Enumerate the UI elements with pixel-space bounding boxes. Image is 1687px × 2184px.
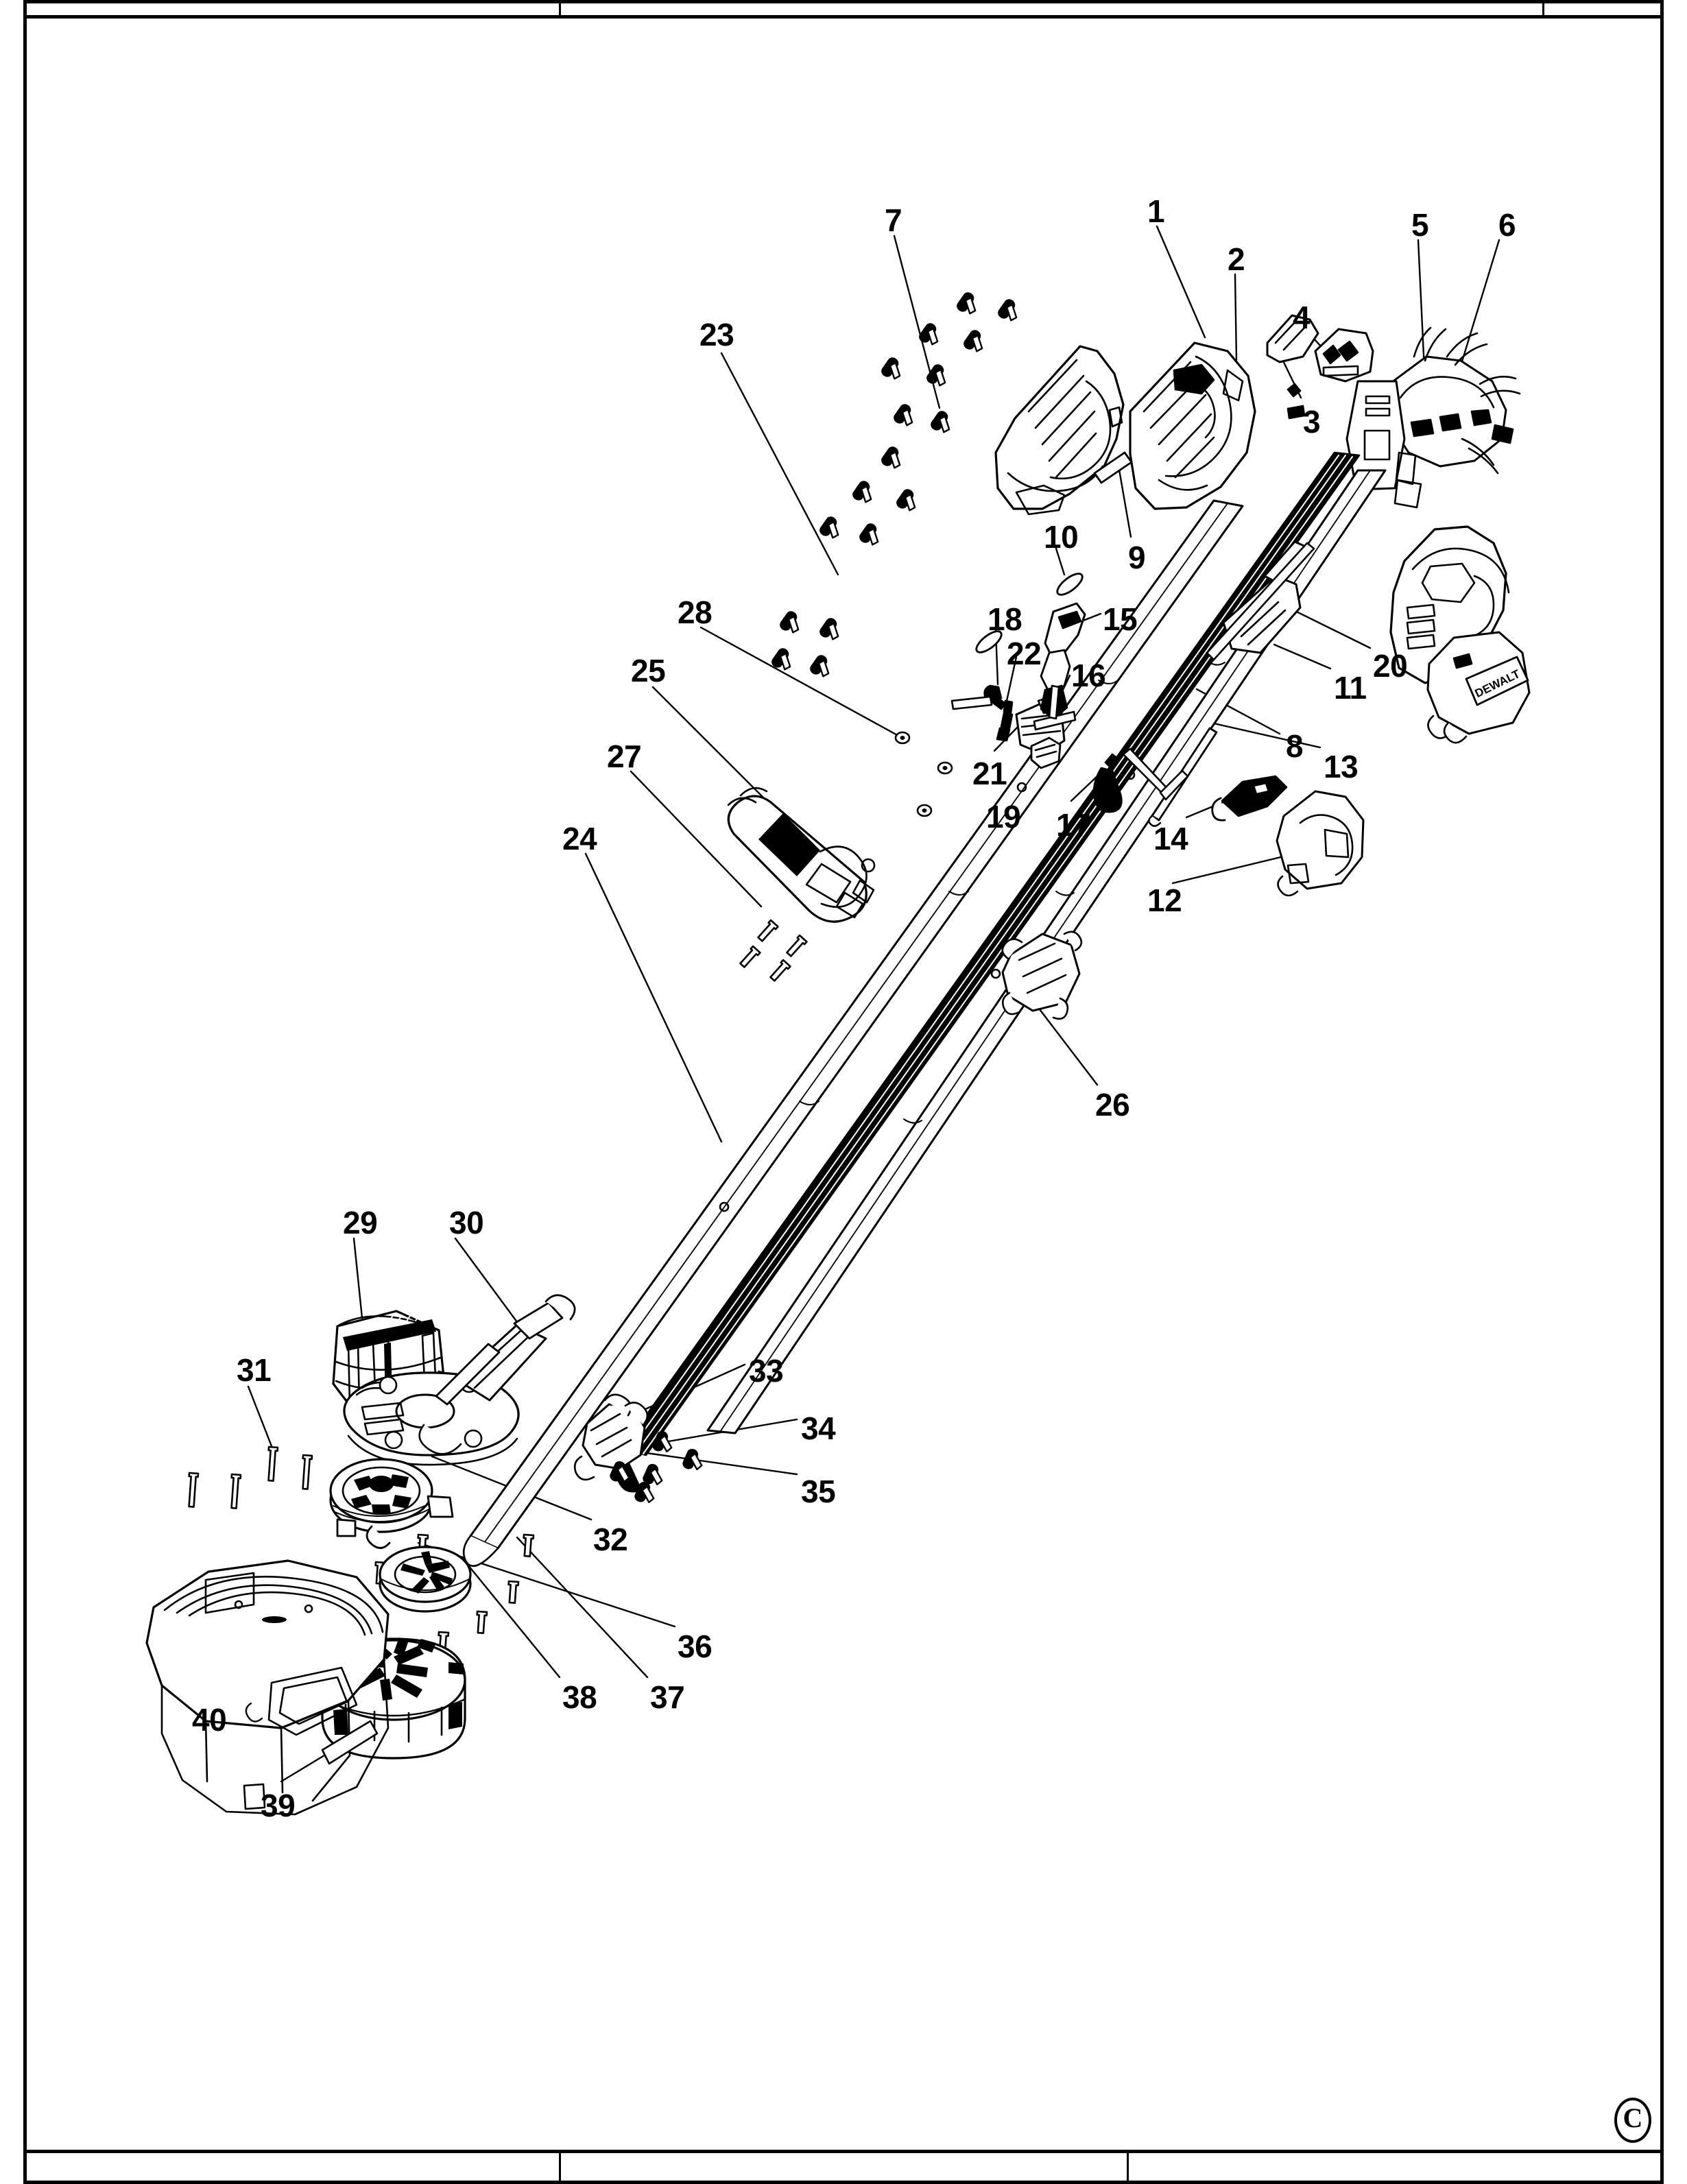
connector-part — [1030, 736, 1062, 769]
clamp-strip-part — [1206, 540, 1315, 661]
callout-number-25: 25 — [631, 653, 666, 688]
spool-hub-part — [329, 1458, 454, 1549]
straight-pin-part — [950, 695, 993, 710]
callout-number-27: 27 — [607, 739, 642, 774]
t-pin-part — [1033, 684, 1077, 731]
small-hardware-bits — [1287, 383, 1306, 420]
callout-number-36: 36 — [678, 1629, 713, 1664]
callout-number-21: 21 — [972, 756, 1007, 791]
callout-number-18: 18 — [988, 601, 1022, 637]
lower-handle-bracket-part — [1276, 790, 1365, 897]
footer-divider-2 — [1127, 2153, 1129, 2184]
callout-number-3: 3 — [1303, 404, 1321, 440]
lower-shaft-tube — [462, 499, 1244, 1568]
callout-number-40: 40 — [192, 1702, 227, 1738]
callout-number-30: 30 — [449, 1205, 484, 1240]
copyright-icon: C — [1614, 2098, 1651, 2143]
lock-off-lever-part — [1211, 775, 1288, 821]
callout-number-10: 10 — [1044, 519, 1079, 555]
callout-number-19: 19 — [986, 799, 1021, 835]
footer-divider-1 — [559, 2153, 561, 2184]
line-spool-part — [379, 1546, 472, 1613]
clamp-block-part — [573, 1393, 649, 1481]
gear-housing-part — [343, 1294, 576, 1466]
switch-block-part — [1314, 328, 1374, 383]
callout-number-39: 39 — [261, 1788, 296, 1823]
motor-housing-left-part — [994, 345, 1125, 516]
callout-number-24: 24 — [562, 821, 597, 856]
shaft-clamp-collar-part — [1001, 931, 1083, 1020]
wire-clip-part — [1092, 753, 1123, 813]
callout-number-15: 15 — [1103, 601, 1138, 637]
callout-number-32: 32 — [593, 1522, 628, 1557]
callout-number-29: 29 — [343, 1205, 378, 1240]
motor-housing-right-part — [1129, 341, 1256, 510]
callout-number-2: 2 — [1228, 241, 1245, 277]
spring-pin-part — [996, 699, 1014, 742]
sheet-header-strip — [23, 0, 1664, 19]
callout-number-28: 28 — [678, 595, 713, 630]
callout-number-31: 31 — [237, 1352, 272, 1388]
callout-number-33: 33 — [749, 1353, 784, 1389]
pin-and-washer — [975, 451, 1133, 653]
callout-number-4: 4 — [1293, 300, 1311, 335]
callout-number-34: 34 — [801, 1411, 836, 1446]
callout-number-22: 22 — [1007, 636, 1042, 671]
callout-number-1: 1 — [1147, 193, 1165, 229]
callout-number-7: 7 — [885, 202, 902, 238]
callout-number-37: 37 — [650, 1679, 685, 1715]
switch-cover-part — [1266, 314, 1319, 363]
callout-number-8: 8 — [1286, 728, 1304, 764]
trimmer-guard-part — [145, 1559, 390, 1816]
header-divider-1 — [559, 3, 561, 19]
handle-screw-set — [737, 919, 808, 983]
callout-number-38: 38 — [562, 1679, 597, 1715]
callout-number-6: 6 — [1498, 207, 1516, 243]
callout-number-14: 14 — [1153, 821, 1188, 856]
sheet-footer-strip — [23, 2153, 1664, 2184]
callout-number-9: 9 — [1128, 540, 1146, 575]
auxiliary-handle-part — [727, 787, 876, 923]
callout-number-5: 5 — [1411, 207, 1429, 243]
callout-number-26: 26 — [1095, 1087, 1130, 1123]
head-long-screw-set — [186, 1445, 313, 1510]
callout-number-23: 23 — [699, 317, 734, 352]
callout-number-20: 20 — [1373, 648, 1408, 684]
washer-set — [894, 731, 953, 817]
callout-number-13: 13 — [1324, 749, 1359, 784]
wire-harness-assembly — [1345, 326, 1521, 509]
callout-number-17: 17 — [1056, 807, 1091, 843]
callout-number-12: 12 — [1147, 883, 1182, 918]
callout-number-11: 11 — [1334, 670, 1367, 706]
shaft-coupler-part — [1222, 575, 1302, 654]
dewalt-handle-grip-part: DEWALT — [1389, 525, 1531, 744]
housing-screw-cluster — [769, 290, 1024, 682]
callout-number-35: 35 — [801, 1474, 836, 1509]
callout-number-16: 16 — [1071, 658, 1106, 693]
header-divider-2 — [1542, 3, 1544, 19]
drawing-frame — [23, 15, 1664, 2153]
